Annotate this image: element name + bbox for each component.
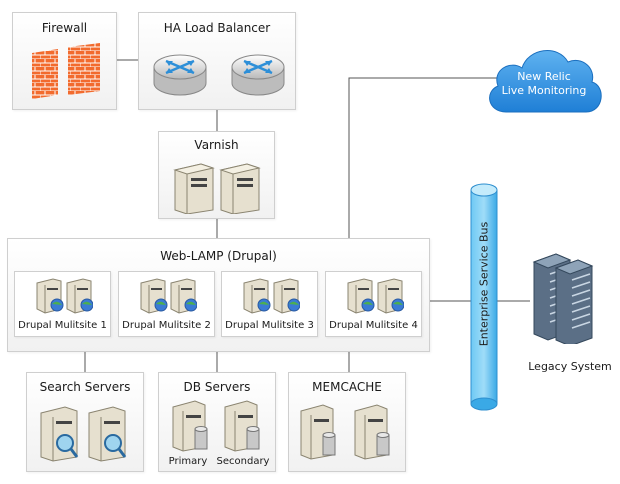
db-servers-box: DB Servers Primary Secondary <box>158 372 276 472</box>
memcache-title: MEMCACHE <box>312 380 382 394</box>
legacy-rack-icon <box>532 253 594 344</box>
drupal-multisite-box: Drupal Mulitsite 2 <box>118 271 215 337</box>
search-servers-box: Search Servers <box>26 372 144 472</box>
router-icon <box>231 54 285 96</box>
web-lamp-title: Web-LAMP (Drupal) <box>160 249 277 263</box>
drupal-multisite-box: Drupal Mulitsite 1 <box>14 271 111 337</box>
database-server-icon <box>172 400 260 452</box>
drupal-server-icon <box>36 278 93 314</box>
legacy-system-label: Legacy System <box>528 360 612 373</box>
memcache-box: MEMCACHE <box>288 372 406 472</box>
drupal-server-icon <box>243 278 300 314</box>
cloud-label-line1: New Relic <box>517 70 571 83</box>
load-balancer-title: HA Load Balancer <box>163 21 271 35</box>
drupal-multisite-label: Drupal Mulitsite 3 <box>225 320 314 331</box>
cloud-icon <box>489 50 602 113</box>
web-monitoring-connector <box>348 77 498 238</box>
load-balancer-box: HA Load Balancer <box>138 12 296 110</box>
db-primary-label: Primary <box>168 456 208 467</box>
cache-server-icon <box>300 404 390 460</box>
drupal-multisite-label: Drupal Mulitsite 4 <box>329 320 418 331</box>
esb-cylinder-icon <box>470 183 498 411</box>
cloud-label: New Relic Live Monitoring <box>488 70 600 98</box>
drupal-multisite-label: Drupal Mulitsite 2 <box>122 320 211 331</box>
varnish-box: Varnish <box>158 131 275 219</box>
varnish-title: Varnish <box>194 138 239 152</box>
drupal-multisite-label: Drupal Mulitsite 1 <box>18 320 107 331</box>
drupal-server-icon <box>140 278 197 314</box>
drupal-multisite-box: Drupal Mulitsite 4 <box>325 271 422 337</box>
firewall-box: Firewall <box>12 12 117 110</box>
drupal-server-icon <box>347 278 404 314</box>
drupal-multisite-box: Drupal Mulitsite 3 <box>221 271 318 337</box>
search-server-icon <box>40 406 127 462</box>
router-icon <box>153 54 207 96</box>
cloud-label-line2: Live Monitoring <box>501 84 587 97</box>
server-pair-icon <box>173 163 261 214</box>
esb-label: Enterprise Service Bus <box>477 221 491 347</box>
search-servers-title: Search Servers <box>39 380 131 394</box>
db-servers-title: DB Servers <box>183 380 251 394</box>
db-secondary-label: Secondary <box>216 456 270 467</box>
firewall-icon <box>32 43 100 99</box>
firewall-title: Firewall <box>41 21 88 35</box>
